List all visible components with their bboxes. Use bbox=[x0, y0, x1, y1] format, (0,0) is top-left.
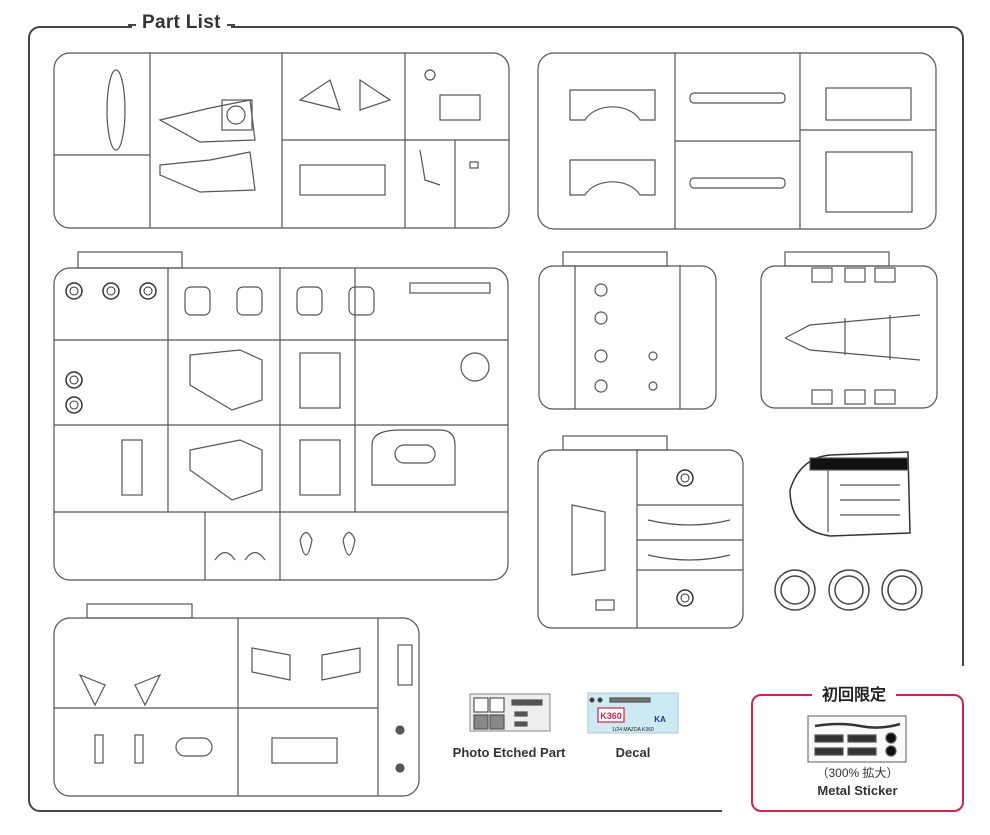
metal-sticker bbox=[807, 715, 907, 763]
sprue-d bbox=[53, 603, 420, 797]
metal-sticker-note: （300% 拡大） bbox=[816, 766, 899, 780]
metal-sticker-label: Metal Sticker bbox=[817, 783, 898, 798]
sprue-a bbox=[53, 52, 510, 229]
part-list-frame bbox=[28, 26, 964, 812]
sprue-c bbox=[53, 251, 509, 581]
decal-sheet bbox=[587, 692, 679, 734]
decal-brand: KA bbox=[654, 715, 666, 724]
clear-body bbox=[789, 451, 911, 537]
sprue-e bbox=[538, 251, 717, 410]
limited-edition-title: 初回限定 bbox=[812, 681, 897, 705]
sprue-b bbox=[537, 52, 937, 230]
decal-caption: 1/24 MAZDA K360 bbox=[612, 727, 654, 733]
part-list-title: Part List bbox=[128, 12, 235, 34]
photo-etched-label: Photo Etched Part bbox=[452, 745, 566, 760]
decal-label: Decal bbox=[615, 745, 651, 760]
decal-code: K360 bbox=[600, 711, 622, 721]
sprue-g bbox=[537, 435, 744, 629]
sprue-f bbox=[760, 251, 938, 409]
photo-etched-part bbox=[469, 693, 551, 732]
rubber-tires bbox=[774, 569, 923, 611]
